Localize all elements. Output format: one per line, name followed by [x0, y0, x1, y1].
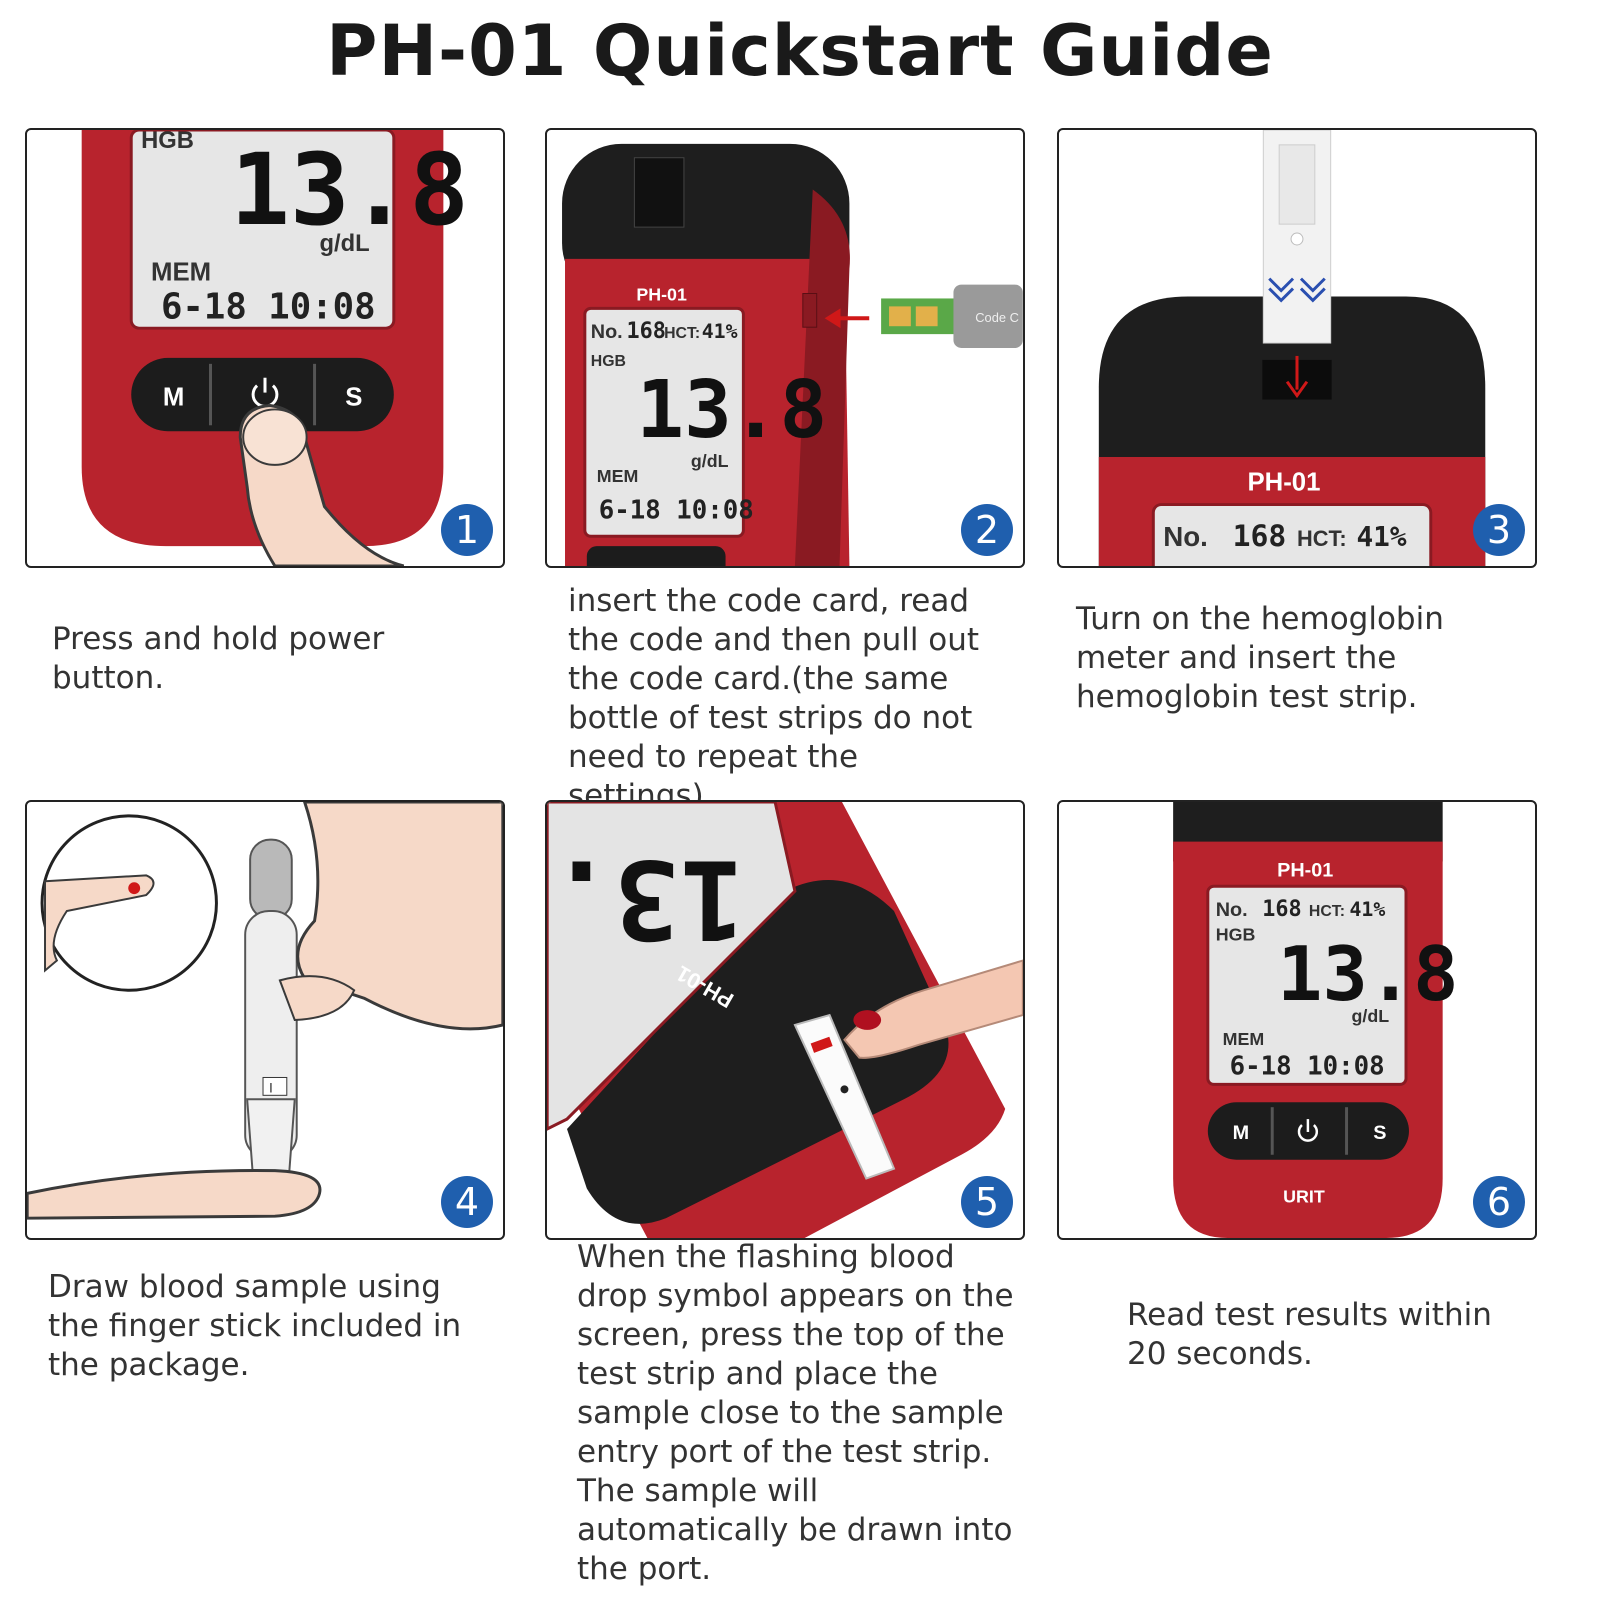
arrow-left-icon	[824, 308, 870, 329]
mem-label: MEM	[1223, 1029, 1265, 1049]
step-4-panel: I 4	[25, 800, 505, 1240]
step-3-badge: 3	[1473, 504, 1525, 556]
lcd-reading: 13.8	[230, 133, 469, 248]
step-1-caption: Press and hold power button.	[52, 621, 385, 696]
step-2-caption: insert the code card, read the code and …	[568, 583, 980, 814]
mem-label: MEM	[597, 466, 639, 486]
lancing-device[interactable]: I	[244, 838, 298, 1180]
date-time: 6-18 10:08	[1230, 1052, 1385, 1082]
step-6-panel: PH-01 No. 168 HCT: 41% HGB 13.8 g/dL MEM…	[1057, 800, 1537, 1240]
hct-value: 41%	[702, 320, 738, 343]
brand-label: URIT	[1283, 1186, 1325, 1206]
meter-power-illustration: HGB 13.8 g/dL MEM 6-18 10:08 M S	[81, 130, 469, 566]
step-2-badge: 2	[961, 504, 1013, 556]
hct-value: 41%	[1350, 898, 1386, 921]
lcd-reading: 13.8	[636, 363, 827, 456]
finger-closeup-inset	[40, 814, 218, 992]
no-label: No.	[1163, 521, 1208, 552]
hgb-label: HGB	[1216, 925, 1256, 945]
step-3-caption: Turn on the hemoglobin meter and insert …	[1076, 601, 1444, 715]
model-label: PH-01	[636, 284, 687, 304]
step-1-badge: 1	[441, 504, 493, 556]
step-6-caption: Read test results within 20 seconds.	[1127, 1297, 1492, 1372]
page-title: PH-01 Quickstart Guide	[326, 10, 1274, 92]
unit-label: g/dL	[1352, 1006, 1390, 1026]
no-label: No.	[1216, 899, 1248, 921]
model-label: PH-01	[1247, 469, 1320, 497]
svg-text:I: I	[269, 1079, 273, 1095]
finger-stick-illustration: I	[27, 802, 503, 1220]
nail-icon	[853, 1010, 882, 1030]
blood-drop-icon	[128, 882, 141, 895]
step-1-panel: HGB 13.8 g/dL MEM 6-18 10:08 M S 1	[25, 128, 505, 568]
test-strip-insertion-illustration: PH-01 No. 168 HCT: 41%	[1098, 130, 1486, 566]
step-6-badge: 6	[1473, 1176, 1525, 1228]
step-3-panel: PH-01 No. 168 HCT: 41% 3	[1057, 128, 1537, 568]
s-button[interactable]: S	[345, 383, 362, 411]
power-icon[interactable]	[1297, 1119, 1319, 1142]
hct-label: HCT:	[1297, 526, 1347, 551]
date-time: 6-18 10:08	[599, 495, 754, 525]
step-5-caption: When the flashing blood drop symbol appe…	[577, 1239, 1014, 1587]
read-results-illustration: PH-01 No. 168 HCT: 41% HGB 13.8 g/dL MEM…	[1173, 802, 1459, 1238]
step-5-badge: 5	[961, 1176, 1013, 1228]
date-time: 6-18 10:08	[161, 286, 376, 327]
step-2-panel: PH-01 No. 168 HCT: 41% HGB 13.8 g/dL MEM…	[545, 128, 1025, 568]
code-card-label: Code C	[975, 310, 1019, 325]
hct-label: HCT:	[664, 325, 700, 342]
unit-label: g/dL	[320, 230, 370, 257]
lcd-reading: 13.8	[547, 835, 745, 962]
hgb-label: HGB	[591, 353, 626, 370]
model-label: PH-01	[1277, 859, 1333, 881]
unit-label: g/dL	[691, 451, 729, 471]
no-value: 168	[626, 319, 665, 344]
hct-value: 41%	[1356, 520, 1406, 553]
step-4-badge: 4	[441, 1176, 493, 1228]
no-label: No.	[591, 321, 623, 343]
lcd-reading: 13.8	[1277, 930, 1458, 1018]
no-value: 168	[1233, 519, 1287, 554]
arrow-down-icon	[1285, 355, 1309, 399]
m-button[interactable]: M	[163, 383, 184, 411]
s-button[interactable]: S	[1373, 1122, 1386, 1144]
code-card[interactable]: Code C	[881, 284, 1023, 348]
code-card-insertion-illustration: PH-01 No. 168 HCT: 41% HGB 13.8 g/dL MEM…	[562, 143, 1023, 566]
mem-label: MEM	[151, 259, 211, 287]
hgb-label: HGB	[141, 130, 194, 154]
test-strip[interactable]	[1262, 130, 1332, 344]
step-5-panel: 13.8 PH-01 5	[545, 800, 1025, 1240]
test-strip[interactable]	[793, 1013, 896, 1180]
sample-application-illustration: 13.8 PH-01	[547, 802, 1023, 1238]
hct-label: HCT:	[1309, 903, 1345, 920]
m-button[interactable]: M	[1233, 1122, 1250, 1144]
step-4-caption: Draw blood sample using the finger stick…	[48, 1269, 462, 1383]
no-value: 168	[1262, 897, 1301, 922]
